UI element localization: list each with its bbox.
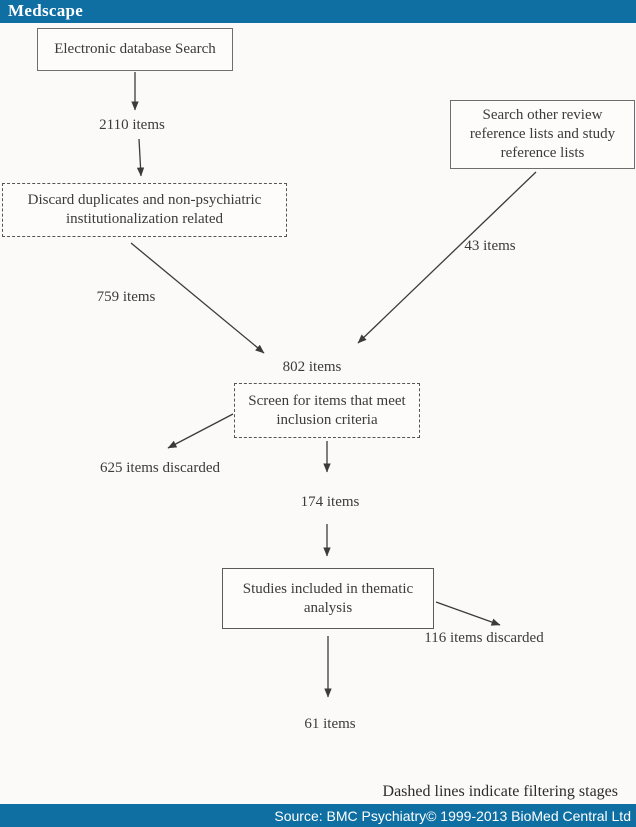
footer-bar: Source: BMC Psychiatry© 1999-2013 BioMed… <box>0 804 636 827</box>
flow-label-61-items: 61 items <box>304 716 356 732</box>
flow-label-802-items: 802 items <box>282 359 342 375</box>
arrow-screen-to-625 <box>167 413 234 449</box>
header-bar: Medscape <box>0 0 636 23</box>
flow-label-2110-items: 2110 items <box>99 117 165 133</box>
flow-box-discard-duplicates: Discard duplicates and non-psychiatric i… <box>2 183 287 237</box>
dashed-lines-note: Dashed lines indicate filtering stages <box>382 783 618 800</box>
flow-box-search-other-references: Search other review reference lists and … <box>450 100 635 169</box>
flow-label-174-items: 174 items <box>300 494 360 510</box>
flow-box-studies-thematic-analysis: Studies included in thematic analysis <box>222 568 434 629</box>
arrow-search-to-802 <box>357 171 537 344</box>
source-attribution: Source: BMC Psychiatry© 1999-2013 BioMed… <box>274 807 631 824</box>
flow-box-text: Studies included in thematic analysis <box>242 580 414 616</box>
flow-box-electronic-database-search: Electronic database Search <box>37 28 233 71</box>
flow-label-116-items-discarded: 116 items discarded <box>424 630 544 646</box>
flow-label-759-items: 759 items <box>96 289 156 305</box>
flow-box-text: Screen for items that meet inclusion cri… <box>248 392 406 428</box>
flow-box-text: Search other review reference lists and … <box>469 107 616 161</box>
flow-box-text: Discard duplicates and non-psychiatric i… <box>27 192 262 227</box>
flow-label-625-items-discarded: 625 items discarded <box>100 460 220 476</box>
flow-box-screen-inclusion-criteria: Screen for items that meet inclusion cri… <box>234 383 420 438</box>
medscape-logo: Medscape <box>8 1 84 20</box>
flow-box-text: Electronic database Search <box>54 41 216 58</box>
arrow-studies-to-116 <box>435 601 501 626</box>
flow-label-43-items: 43 items <box>464 238 516 254</box>
arrow-2110-to-discard <box>136 138 145 177</box>
